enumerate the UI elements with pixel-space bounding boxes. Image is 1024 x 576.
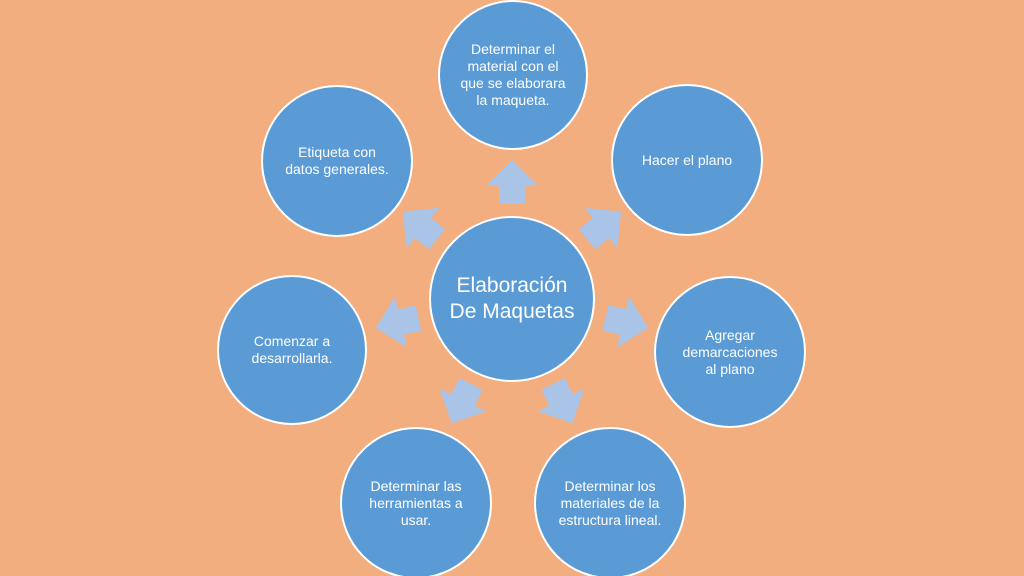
arrow-icon-to-herramientas	[428, 372, 495, 435]
node-label: Etiqueta con datos generales.	[285, 144, 389, 177]
arrow-icon-to-demarcaciones	[599, 292, 655, 354]
node-comenzar-desarrollarla: Comenzar a desarrollarla.	[217, 275, 367, 425]
node-determinar-material: Determinar el material con el que se ela…	[438, 0, 588, 150]
arrow-icon-to-material	[486, 160, 538, 204]
node-etiqueta-datos: Etiqueta con datos generales.	[261, 85, 413, 237]
node-determinar-herramientas: Determinar las herramientas a usar.	[340, 427, 492, 576]
node-label: Determinar los materiales de la estructu…	[558, 477, 662, 528]
center-node-label: Elaboración De Maquetas	[449, 274, 575, 323]
node-label: Determinar las herramientas a usar.	[369, 477, 463, 528]
arrow-icon-to-comenzar	[369, 292, 425, 354]
center-node: Elaboración De Maquetas	[429, 216, 595, 382]
node-label: Determinar el material con el que se ela…	[460, 41, 566, 108]
arrow-icon-to-estructura	[529, 372, 596, 435]
node-label: Agregar demarcaciones al plano	[682, 326, 778, 377]
node-label: Hacer el plano	[641, 151, 733, 168]
node-hacer-plano: Hacer el plano	[611, 84, 763, 236]
node-label: Comenzar a desarrollarla.	[251, 333, 333, 366]
node-agregar-demarcaciones: Agregar demarcaciones al plano	[654, 276, 806, 428]
node-determinar-materiales-estructura: Determinar los materiales de la estructu…	[534, 427, 686, 576]
